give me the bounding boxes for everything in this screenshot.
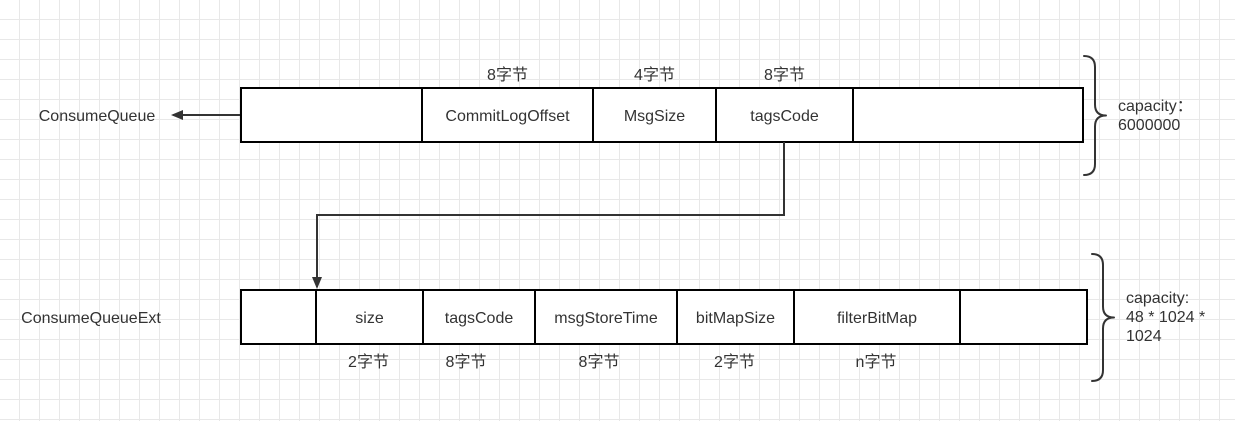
capacity-brace <box>1091 253 1115 382</box>
field-name: CommitLogOffset <box>445 108 570 125</box>
consume-queue-ext-capacity: capacity: 48 * 1024 * 1024 <box>1091 253 1205 382</box>
consume-queue-ext-label: ConsumeQueueExt <box>21 310 161 327</box>
consume-queue-capacity: capacity： 6000000 <box>1083 55 1193 176</box>
field-byte-size: n字节 <box>856 353 897 371</box>
consume-queue-label: ConsumeQueue <box>39 108 156 125</box>
capacity-text: 48 * 1024 * <box>1126 309 1205 326</box>
consume-queue-cell-0 <box>240 87 423 143</box>
field-name: bitMapSize <box>696 310 775 327</box>
field-name: filterBitMap <box>837 310 917 327</box>
capacity-text: 6000000 <box>1118 117 1180 134</box>
consume-queue-record: CommitLogOffset 8字节 MsgSize 4字节 tagsCode 8字节 <box>240 66 1084 143</box>
consume-queue-ext-cell-0 <box>240 289 317 345</box>
consume-queue-ext-record: size 2字节 tagsCode 8字节 msgStoreTime 8字节 bitMapS… <box>240 289 1088 371</box>
field-byte-size: 8字节 <box>487 66 528 84</box>
capacity-text: 1024 <box>1126 328 1162 345</box>
field-name: tagsCode <box>445 310 514 327</box>
field-name: MsgSize <box>624 108 685 125</box>
field-name: size <box>355 310 384 327</box>
field-byte-size: 2字节 <box>348 353 389 371</box>
field-byte-size: 4字节 <box>634 66 675 84</box>
consume-queue-ext-cell-6 <box>959 289 1088 345</box>
consume-queue-cell-4 <box>852 87 1084 143</box>
field-name: msgStoreTime <box>554 310 658 327</box>
consume-queue-cell-2 <box>592 87 717 143</box>
capacity-brace <box>1083 55 1107 176</box>
field-byte-size: 8字节 <box>579 353 620 371</box>
capacity-text: capacity： <box>1118 98 1193 115</box>
field-name: tagsCode <box>750 108 819 125</box>
tagscode-to-ext-connector <box>312 142 785 289</box>
field-byte-size: 8字节 <box>446 353 487 371</box>
field-byte-size: 8字节 <box>764 66 805 84</box>
field-byte-size: 2字节 <box>714 353 755 371</box>
capacity-text: capacity: <box>1126 290 1189 307</box>
